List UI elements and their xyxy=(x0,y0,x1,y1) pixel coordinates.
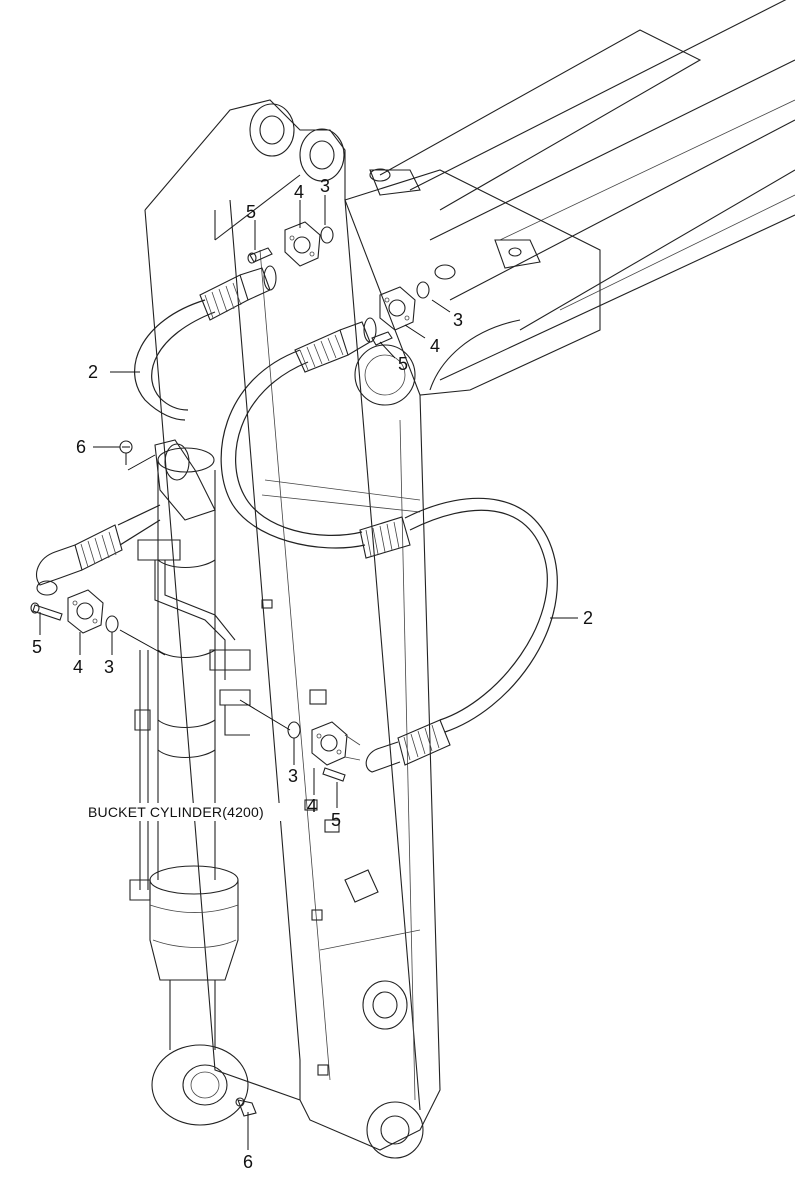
callout-5-left: 5 xyxy=(32,637,42,657)
grease-nipple-bottom xyxy=(235,1097,257,1117)
hose-main-right xyxy=(220,317,558,773)
callout-4-right: 4 xyxy=(430,336,440,356)
o-ring-right xyxy=(416,281,430,299)
callout-3-top: 3 xyxy=(320,176,330,196)
callout-6-left: 6 xyxy=(76,437,86,457)
bolt-bottom xyxy=(322,767,346,782)
fitting-group-right xyxy=(371,281,430,346)
callout-3-bottom: 3 xyxy=(288,766,298,786)
bolt-right xyxy=(371,331,393,346)
callout-5-bottom: 5 xyxy=(331,810,341,830)
callout-4-left: 4 xyxy=(73,657,83,677)
callout-6-bottom: 6 xyxy=(243,1152,253,1172)
callout-3-left: 3 xyxy=(104,657,114,677)
callout-2-right: 2 xyxy=(583,608,593,628)
callout-5-top: 5 xyxy=(246,202,256,222)
callout-3-right: 3 xyxy=(453,310,463,330)
arm-structure xyxy=(144,0,795,1159)
fitting-group-left xyxy=(30,589,119,634)
bolt-left xyxy=(32,604,63,621)
fitting-group-top xyxy=(247,221,334,267)
o-ring-top xyxy=(320,226,334,244)
callout-4-bottom: 4 xyxy=(307,796,317,816)
bolt-top xyxy=(249,247,273,263)
bucket-cylinder xyxy=(129,439,251,1126)
callout-labels: 5 4 3 3 4 5 2 6 5 4 3 2 3 4 5 6 xyxy=(32,176,593,1172)
callout-4-top: 4 xyxy=(294,182,304,202)
leader-lines xyxy=(39,195,578,1150)
hose-left-fitting xyxy=(36,504,161,596)
grease-nipple-top xyxy=(119,440,133,465)
o-ring-left xyxy=(105,615,119,633)
callout-5-right: 5 xyxy=(398,354,408,374)
callout-2-left: 2 xyxy=(88,362,98,382)
caption-bucket-cylinder: BUCKET CYLINDER(4200) xyxy=(88,804,264,820)
caption-backdrop xyxy=(85,803,285,821)
hose-upper-left xyxy=(134,265,277,421)
fitting-group-bottom xyxy=(287,721,361,782)
